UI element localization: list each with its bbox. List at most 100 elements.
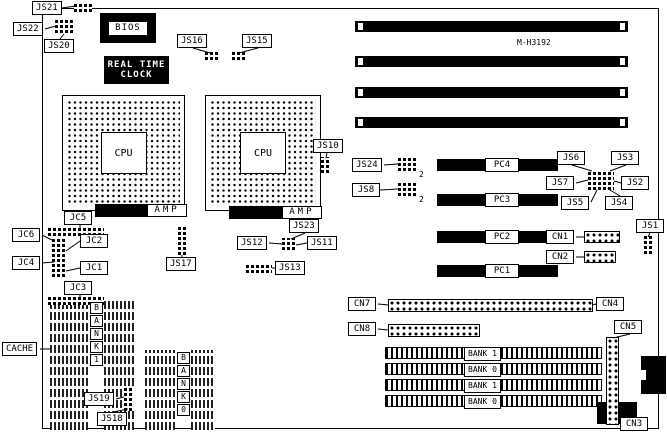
connector-label-jc5: JC5 bbox=[64, 211, 92, 225]
keyboard-connector-notch bbox=[641, 370, 646, 380]
bios-chip-label: BIOS bbox=[108, 20, 148, 36]
jumper-label-js23: JS23 bbox=[289, 219, 319, 233]
connector-label-jc4: JC4 bbox=[12, 256, 40, 270]
isa-slot-key bbox=[358, 23, 363, 30]
amp-2-label: AMP bbox=[289, 207, 315, 217]
jumper-label-js22: JS22 bbox=[13, 22, 43, 36]
connector-label-cn5: CN5 bbox=[614, 320, 642, 334]
amp-1-body bbox=[96, 205, 149, 216]
cache-bank-letter: N bbox=[90, 328, 103, 340]
cache-bank-letter: A bbox=[90, 315, 103, 327]
jumper-pins-js20-js22 bbox=[55, 19, 75, 33]
connector-label-cn1: CN1 bbox=[546, 230, 574, 244]
amp-regulator-1: AMP bbox=[95, 204, 187, 217]
cache-label: CACHE bbox=[2, 342, 38, 356]
simm-bank-label: BANK 0 bbox=[464, 363, 501, 377]
connector-pins-jc6 bbox=[52, 238, 66, 247]
jumper-label-js19: JS19 bbox=[84, 392, 114, 406]
connector-label-cn3: CN3 bbox=[620, 417, 648, 431]
connector-cn5 bbox=[606, 337, 619, 425]
jumper-label-js2: JS2 bbox=[621, 176, 649, 190]
isa-slot-key bbox=[620, 119, 625, 126]
pci-slot-label: PC2 bbox=[485, 230, 519, 244]
connector-label-cn8: CN8 bbox=[348, 322, 376, 336]
isa-slot-key bbox=[620, 58, 625, 65]
jumper-pins-js10 bbox=[321, 157, 330, 173]
connector-label-cn7: CN7 bbox=[348, 297, 376, 311]
simm-socket-3: BANK 1 bbox=[385, 379, 602, 393]
connector-pins-jc2 bbox=[52, 248, 66, 257]
jumper-label-js4: JS4 bbox=[605, 196, 633, 210]
jumper-pin2-marker: 2 bbox=[419, 170, 424, 179]
board-model: M-H3192 bbox=[517, 38, 551, 47]
jumper-pins-js1 bbox=[644, 236, 653, 254]
rtc-label-line2: CLOCK bbox=[120, 70, 153, 80]
pci-slot-pc3: PC3 bbox=[437, 193, 558, 207]
jumper-label-js17: JS17 bbox=[166, 257, 196, 271]
cache-chip-column bbox=[145, 350, 175, 430]
board-outline bbox=[42, 8, 659, 429]
simm-bank-label: BANK 0 bbox=[464, 395, 501, 409]
connector-cn1 bbox=[584, 231, 620, 243]
connector-pins-jc5 bbox=[48, 227, 104, 236]
cache-chip-column bbox=[104, 300, 134, 430]
connector-label-jc6: JC6 bbox=[12, 228, 40, 242]
isa-slot-key bbox=[358, 119, 363, 126]
connector-label-jc3: JC3 bbox=[64, 281, 92, 295]
pci-slot-label: PC1 bbox=[485, 264, 519, 278]
simm-bank-label: BANK 1 bbox=[464, 379, 501, 393]
cpu-socket-1: CPU bbox=[62, 95, 185, 211]
isa-slot-key bbox=[620, 23, 625, 30]
cache-bank-letter: 1 bbox=[90, 354, 103, 366]
pci-slot-pc1: PC1 bbox=[437, 264, 558, 278]
isa-slot-key bbox=[620, 89, 625, 96]
cache-bank-letter: 0 bbox=[177, 404, 190, 416]
jumper-label-js13: JS13 bbox=[275, 261, 305, 275]
jumper-pins-js2-js7-block bbox=[588, 170, 614, 190]
keyboard-connector bbox=[641, 356, 666, 394]
isa-slot-4 bbox=[355, 117, 628, 128]
simm-socket-1: BANK 1 bbox=[385, 347, 602, 361]
isa-slot-1 bbox=[355, 21, 628, 32]
pci-slot-label: PC4 bbox=[485, 158, 519, 172]
connector-pins-jc1 bbox=[52, 268, 66, 277]
cache-bank-letter: B bbox=[90, 302, 103, 314]
cache-bank-letter: K bbox=[90, 341, 103, 353]
jumper-label-js10: JS10 bbox=[313, 139, 343, 153]
jumper-pins-js24 bbox=[398, 158, 418, 171]
jumper-pins-js19-js18 bbox=[124, 387, 134, 411]
jumper-label-js24: JS24 bbox=[352, 158, 382, 172]
connector-pins-jc3 bbox=[48, 296, 104, 305]
jumper-label-js16: JS16 bbox=[177, 34, 207, 48]
cpu-socket-2: CPU bbox=[205, 95, 321, 211]
isa-slot-key bbox=[358, 58, 363, 65]
pci-slot-pc4: PC4 bbox=[437, 158, 558, 172]
jumper-pins-js23-js12-js11 bbox=[282, 238, 296, 250]
jumper-pin2-marker: 2 bbox=[419, 195, 424, 204]
connector-pins-jc4 bbox=[52, 258, 66, 267]
cache-bank-letter: B bbox=[177, 352, 190, 364]
bios-chip: BIOS bbox=[100, 13, 156, 43]
rtc-chip: REAL TIME CLOCK bbox=[104, 56, 169, 84]
jumper-label-js8: JS8 bbox=[352, 183, 380, 197]
cache-bank-letter: K bbox=[177, 391, 190, 403]
connector-label-cn2: CN2 bbox=[546, 250, 574, 264]
isa-slot-key bbox=[358, 89, 363, 96]
jumper-pins-js8 bbox=[398, 183, 418, 196]
jumper-pins-js16 bbox=[205, 52, 218, 60]
jumper-label-js12: JS12 bbox=[237, 236, 267, 250]
pci-slot-label: PC3 bbox=[485, 193, 519, 207]
cpu-1-label: CPU bbox=[100, 132, 147, 174]
amp-regulator-2: AMP bbox=[229, 206, 322, 219]
jumper-pins-js15 bbox=[232, 52, 245, 60]
jumper-pins-js21 bbox=[74, 3, 92, 12]
jumper-label-js1: JS1 bbox=[636, 219, 664, 233]
jumper-label-js7: JS7 bbox=[546, 176, 574, 190]
jumper-label-js3: JS3 bbox=[611, 151, 639, 165]
cache-chip-column bbox=[50, 300, 88, 430]
jumper-label-js5: JS5 bbox=[561, 196, 589, 210]
cpu-2-label: CPU bbox=[240, 132, 286, 174]
jumper-label-js20: JS20 bbox=[44, 39, 74, 53]
rtc-label-line1: REAL TIME bbox=[107, 60, 166, 70]
